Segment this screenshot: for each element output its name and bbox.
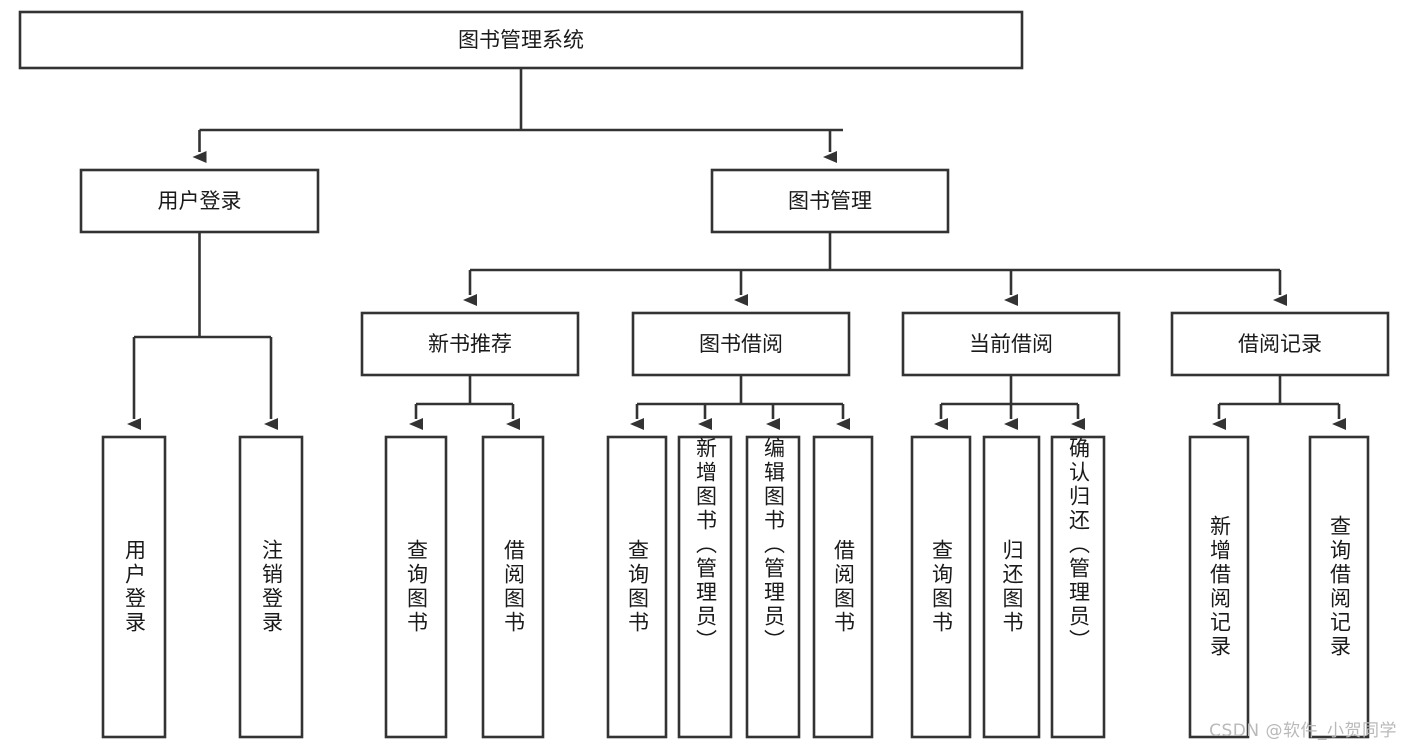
leaf-box bbox=[745, 435, 801, 739]
leaf-box bbox=[910, 435, 972, 739]
node-root[interactable]: 图书管理系统 bbox=[18, 10, 1024, 70]
leaf-boxes bbox=[101, 435, 1370, 739]
node-new-book-recommend-label: 新书推荐 bbox=[428, 332, 512, 356]
node-book-management-label: 图书管理 bbox=[788, 189, 872, 213]
leaf-box bbox=[384, 435, 448, 739]
node-user-login-label: 用户登录 bbox=[158, 189, 242, 213]
node-borrow-record[interactable]: 借阅记录 bbox=[1170, 311, 1390, 377]
node-current-borrow[interactable]: 当前借阅 bbox=[901, 311, 1121, 377]
node-user-login[interactable]: 用户登录 bbox=[79, 168, 320, 234]
node-current-borrow-label: 当前借阅 bbox=[969, 332, 1053, 356]
leaf-box bbox=[606, 435, 668, 739]
leaf-box bbox=[1308, 435, 1370, 739]
leaf-box bbox=[1050, 435, 1106, 739]
connector-currentborrow-to-leaves bbox=[934, 375, 1085, 430]
leaf-box bbox=[481, 435, 545, 739]
connector-userlogin-to-leaves bbox=[127, 232, 278, 430]
leaf-box bbox=[812, 435, 874, 739]
node-root-label: 图书管理系统 bbox=[458, 28, 584, 52]
leaf-box bbox=[677, 435, 733, 739]
connector-bookborrow-to-leaves bbox=[630, 375, 850, 430]
node-book-borrow[interactable]: 图书借阅 bbox=[631, 311, 851, 377]
connector-newbook-to-leaves bbox=[409, 375, 520, 430]
leaf-box bbox=[1188, 435, 1250, 739]
node-borrow-record-label: 借阅记录 bbox=[1238, 332, 1322, 356]
leaf-box bbox=[982, 435, 1041, 739]
connector-root-to-level2 bbox=[192, 68, 843, 163]
leaf-box bbox=[238, 435, 304, 739]
node-new-book-recommend[interactable]: 新书推荐 bbox=[360, 311, 580, 377]
node-book-borrow-label: 图书借阅 bbox=[699, 332, 783, 356]
leaf-box bbox=[101, 435, 167, 739]
csdn-watermark: CSDN @软件_小贺同学 bbox=[1209, 721, 1397, 741]
node-book-management[interactable]: 图书管理 bbox=[710, 168, 950, 234]
connector-bookmgmt-to-level3 bbox=[463, 232, 1287, 306]
connector-borrowrecord-to-leaves bbox=[1212, 375, 1346, 430]
